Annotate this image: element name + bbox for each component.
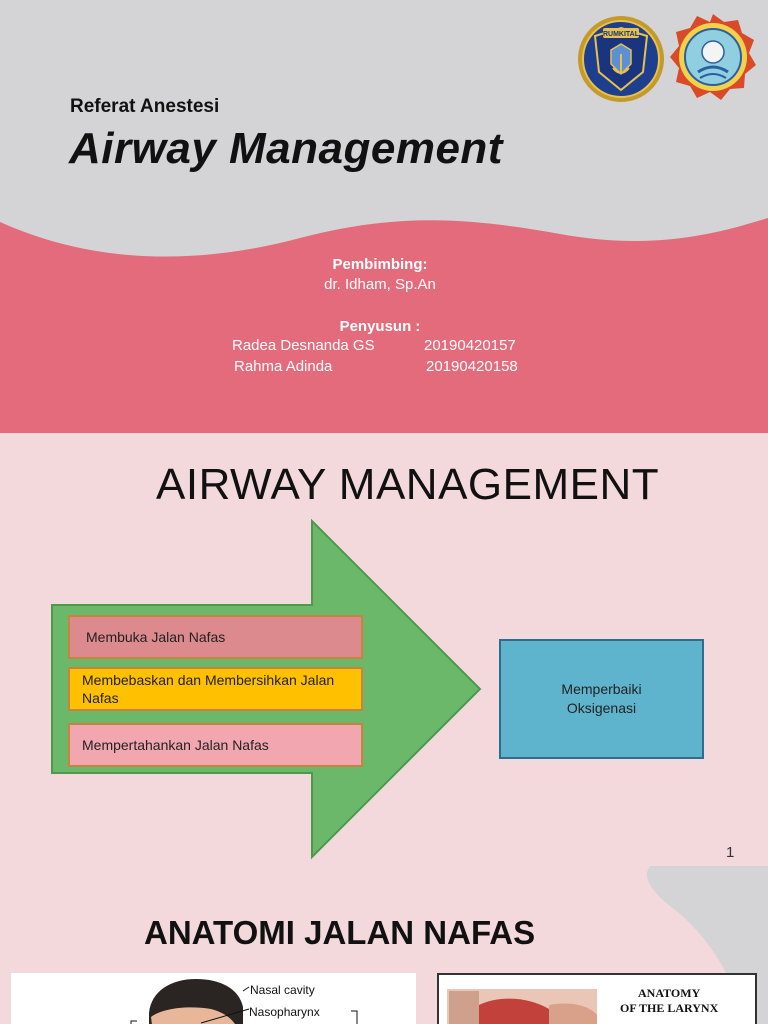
university-logo (670, 14, 756, 100)
author-1-name: Radea Desnanda GS (232, 337, 375, 354)
larynx-title-line-1: ANATOMY (638, 986, 701, 1000)
author-2-id: 20190420158 (426, 358, 518, 375)
subtitle: Referat Anestesi (70, 96, 220, 117)
slide-title: ANATOMI JALAN NAFAS (144, 914, 536, 951)
result-line-1: Memperbaiki (561, 681, 642, 697)
author-1-id: 20190420157 (424, 337, 516, 354)
nasal-cavity-label: Nasal cavity (250, 983, 315, 997)
result-line-2: Oksigenasi (566, 700, 637, 716)
supervisor-label: Pembimbing: (332, 256, 428, 273)
larynx-title-line-2: OF THE LARYNX (620, 1001, 719, 1015)
slide-title: AIRWAY MANAGEMENT (156, 460, 660, 509)
anatomy-slide: ANATOMI JALAN NAFAS Nasal cavity Nasopha… (0, 866, 768, 1024)
head-illustration (130, 979, 358, 1024)
step-maintain-airway: Mempertahankan Jalan Nafas (68, 723, 363, 767)
author-2-name: Rahma Adinda (234, 358, 333, 375)
head-anatomy-image: Nasal cavity Nasopharynx (11, 973, 416, 1024)
authors-label: Penyusun : (339, 318, 421, 335)
main-title: Airway Management (69, 124, 503, 173)
larynx-illustration (447, 989, 597, 1024)
logo-text: RUMKITAL (603, 31, 640, 38)
airway-management-slide: AIRWAY MANAGEMENT Membuka Jalan Nafas Me… (0, 433, 768, 866)
rumkital-logo: RUMKITAL (578, 16, 664, 102)
step-open-airway: Membuka Jalan Nafas (68, 615, 363, 659)
nasopharynx-label: Nasopharynx (249, 1005, 320, 1019)
larynx-anatomy-image (437, 973, 757, 1024)
pink-wave-shape (0, 218, 768, 433)
step-clear-airway: Membebaskan dan Membersihkan Jalan Nafas (68, 667, 363, 711)
larynx-title: ANATOMY OF THE LARYNX (620, 986, 718, 1016)
result-box: Memperbaiki Oksigenasi (499, 639, 704, 759)
title-slide: Referat Anestesi Airway Management RUMKI… (0, 0, 768, 433)
supervisor-name: dr. Idham, Sp.An (324, 276, 436, 293)
page-number: 1 (726, 844, 735, 861)
